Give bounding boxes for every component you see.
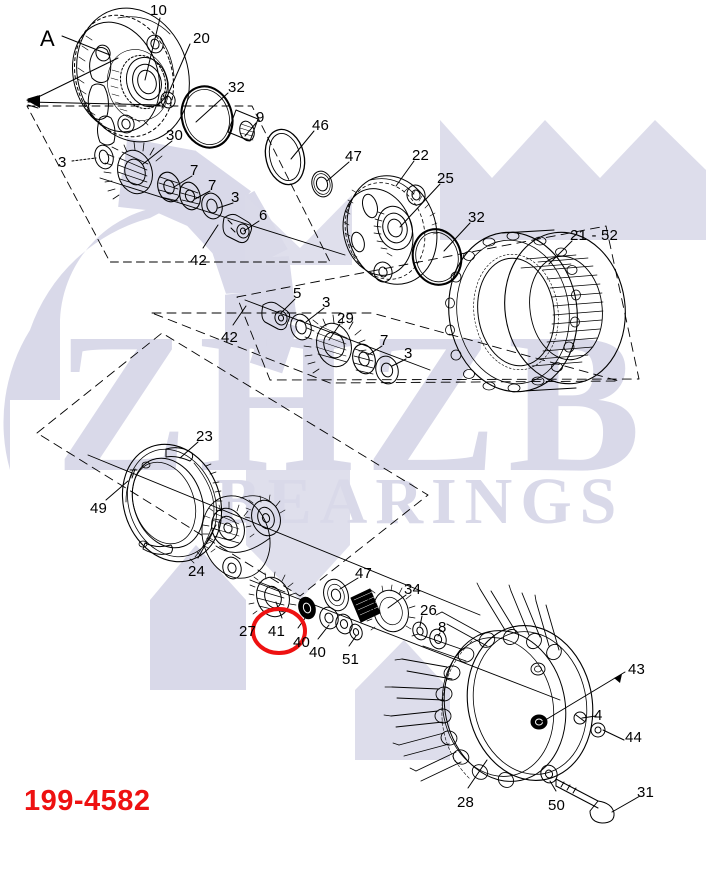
callout-47a: 47: [345, 148, 363, 165]
part-ring-46: [264, 128, 306, 186]
callout-21-52: 21 - 52: [570, 227, 619, 244]
callout-27: 27: [239, 623, 257, 640]
part-seal-32a: [180, 85, 234, 149]
part-washer-3a: [94, 144, 114, 170]
callout-7c: 7: [380, 332, 389, 349]
part-ring-gear-23: [121, 443, 223, 564]
part-bolt-4: [573, 711, 587, 725]
callout-44: 44: [625, 729, 643, 746]
callout-40a: 40: [293, 634, 311, 651]
callout-3a: 3: [58, 154, 67, 171]
part-carrier-24: [201, 494, 286, 580]
part-shaft-34: [350, 584, 416, 633]
callout-9: 9: [256, 109, 265, 126]
callout-8: 8: [438, 619, 447, 636]
part-washer-3c: [290, 313, 312, 341]
watermark-layer: ZHZB BEARINGS: [3, 120, 706, 760]
callout-28: 28: [457, 794, 475, 811]
callout-42b: 42: [221, 329, 239, 346]
callout-23: 23: [196, 428, 214, 445]
part-washer-3d: [375, 355, 399, 385]
callout-29: 29: [337, 310, 355, 327]
part-number-label: 199-4582: [24, 785, 151, 817]
callout-20: 20: [193, 30, 211, 47]
watermark-brand: ZHZB: [55, 293, 651, 514]
callout-30: 30: [166, 127, 184, 144]
callout-24: 24: [188, 563, 206, 580]
part-spacer-5: [261, 301, 291, 331]
part-seal-32b: [411, 228, 463, 286]
callout-31: 31: [637, 784, 655, 801]
part-bolt-51: [349, 623, 363, 641]
part-bracket-6: [222, 213, 253, 244]
part-final-drive-housing-28: [383, 582, 594, 788]
callout-51: 51: [342, 651, 360, 668]
callout-32a: 32: [228, 79, 246, 96]
callout-34: 34: [404, 581, 422, 598]
part-bearing-7b: [179, 181, 201, 211]
part-washer-3b: [201, 192, 223, 220]
callout-47b: 47: [355, 565, 373, 582]
assembly-group-box-4: [36, 332, 429, 597]
part-sleeve-9: [227, 109, 259, 142]
callout-46: 46: [312, 117, 330, 134]
callout-6: 6: [259, 207, 268, 224]
callout-41: 41: [268, 623, 286, 640]
part-gear-29: [303, 314, 367, 374]
callout-32b: 32: [468, 209, 486, 226]
assembly-group-box-2: [236, 225, 640, 381]
highlight-ellipse-41: [251, 607, 307, 655]
callout-7b: 7: [208, 177, 217, 194]
callout-3c: 3: [322, 294, 331, 311]
part-ring-gear-21-52: [445, 229, 626, 393]
callout-50: 50: [548, 797, 566, 814]
callout-42a: 42: [190, 252, 208, 269]
part-washer-47b: [323, 578, 349, 612]
part-bushing-40a: [298, 596, 316, 620]
callout-7a: 7: [190, 162, 199, 179]
callout-3b: 3: [231, 189, 240, 206]
part-bolt-31: [555, 778, 615, 824]
part-washer-47a: [311, 170, 333, 198]
part-carrier-22: [342, 175, 439, 285]
callout-49: 49: [90, 500, 108, 517]
callout-4: 4: [594, 707, 603, 724]
part-bearing-7c: [352, 343, 376, 375]
callout-10: 10: [150, 2, 168, 19]
part-nut-44: [590, 722, 606, 738]
gear-icon: [3, 120, 706, 760]
part-housing-20: [71, 7, 190, 146]
callout-26: 26: [420, 602, 438, 619]
assembly-group-box-1: [26, 105, 331, 263]
assembly-group-box-3: [151, 312, 620, 384]
callout-3d: 3: [404, 345, 413, 362]
part-washer-50: [540, 764, 558, 784]
technical-line-art: [26, 7, 641, 824]
section-letter-a: A: [40, 26, 55, 51]
callout-5: 5: [293, 285, 302, 302]
callout-43: 43: [628, 661, 646, 678]
callout-25: 25: [437, 170, 455, 187]
part-gear-30: [103, 141, 163, 200]
watermark-subtext: BEARINGS: [216, 465, 625, 538]
callout-22: 22: [412, 147, 430, 164]
callout-40b: 40: [309, 644, 327, 661]
part-washer-40c: [335, 613, 353, 635]
part-washer-40b: [319, 606, 339, 630]
